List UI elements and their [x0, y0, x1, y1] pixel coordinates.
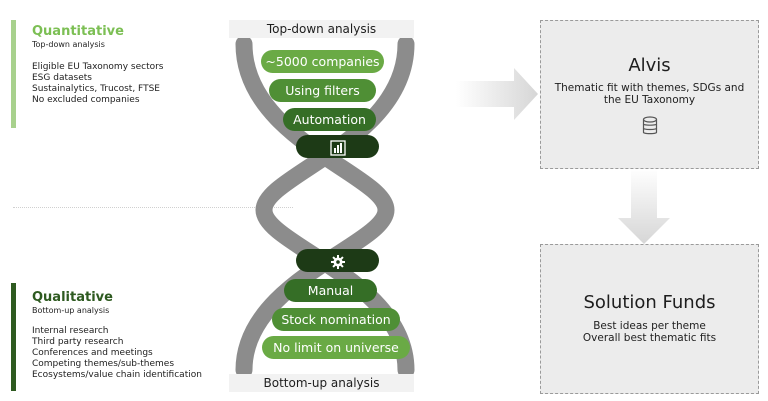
arrow-down	[618, 168, 670, 244]
pill-manual: Manual	[284, 279, 377, 302]
pill-using-filters: Using filters	[269, 79, 376, 102]
solution-funds-title: Solution Funds	[583, 292, 716, 313]
top-down-header: Top-down analysis	[229, 20, 414, 38]
list-item: Third party research	[32, 337, 124, 347]
pill-automation: Automation	[283, 108, 376, 131]
qualitative-section: Qualitative Bottom-up analysis Internal …	[32, 290, 202, 381]
alvis-text-line1: Thematic fit with themes, SDGs and	[554, 82, 745, 94]
arrow-right	[456, 68, 538, 120]
bottom-up-header: Bottom-up analysis	[229, 374, 414, 392]
list-item: Eligible EU Taxonomy sectors	[32, 62, 164, 72]
pill-no-limit: No limit on universe	[262, 336, 410, 359]
list-item: Competing themes/sub-themes	[32, 359, 175, 369]
pill-stock-nomination: Stock nomination	[272, 308, 400, 331]
qualitative-subtitle: Bottom-up analysis	[32, 306, 110, 315]
quantitative-accent-bar	[11, 20, 16, 128]
database-icon	[642, 116, 657, 135]
qualitative-items: Internal research Third party research C…	[32, 326, 202, 381]
gear-icon	[330, 254, 345, 269]
qualitative-accent-bar	[11, 283, 16, 391]
solution-funds-box: Solution Funds Best ideas per theme Over…	[540, 244, 759, 394]
pill-gear	[296, 249, 379, 272]
list-item: Sustainalytics, Trucost, FTSE	[32, 84, 160, 94]
list-item: Conferences and meetings	[32, 348, 153, 358]
solution-funds-text-line1: Best ideas per theme	[593, 320, 706, 332]
section-divider	[13, 207, 293, 208]
alvis-box: Alvis Thematic fit with themes, SDGs and…	[540, 20, 759, 169]
bar-chart-icon	[329, 139, 346, 156]
list-item: Internal research	[32, 326, 109, 336]
quantitative-section: Quantitative Top-down analysis Eligible …	[32, 24, 164, 106]
quantitative-title: Quantitative	[32, 24, 124, 39]
pill-chart	[296, 135, 379, 158]
qualitative-title: Qualitative	[32, 290, 113, 305]
quantitative-subtitle: Top-down analysis	[32, 40, 105, 49]
helix-strand-left	[235, 35, 395, 379]
pill-companies: ~5000 companies	[261, 50, 384, 73]
quantitative-items: Eligible EU Taxonomy sectors ESG dataset…	[32, 62, 164, 106]
list-item: Ecosystems/value chain identification	[32, 370, 202, 380]
solution-funds-text-line2: Overall best thematic fits	[582, 332, 717, 344]
list-item: No excluded companies	[32, 95, 140, 105]
alvis-title: Alvis	[628, 55, 671, 76]
list-item: ESG datasets	[32, 73, 92, 83]
alvis-text-line2: the EU Taxonomy	[603, 94, 696, 106]
